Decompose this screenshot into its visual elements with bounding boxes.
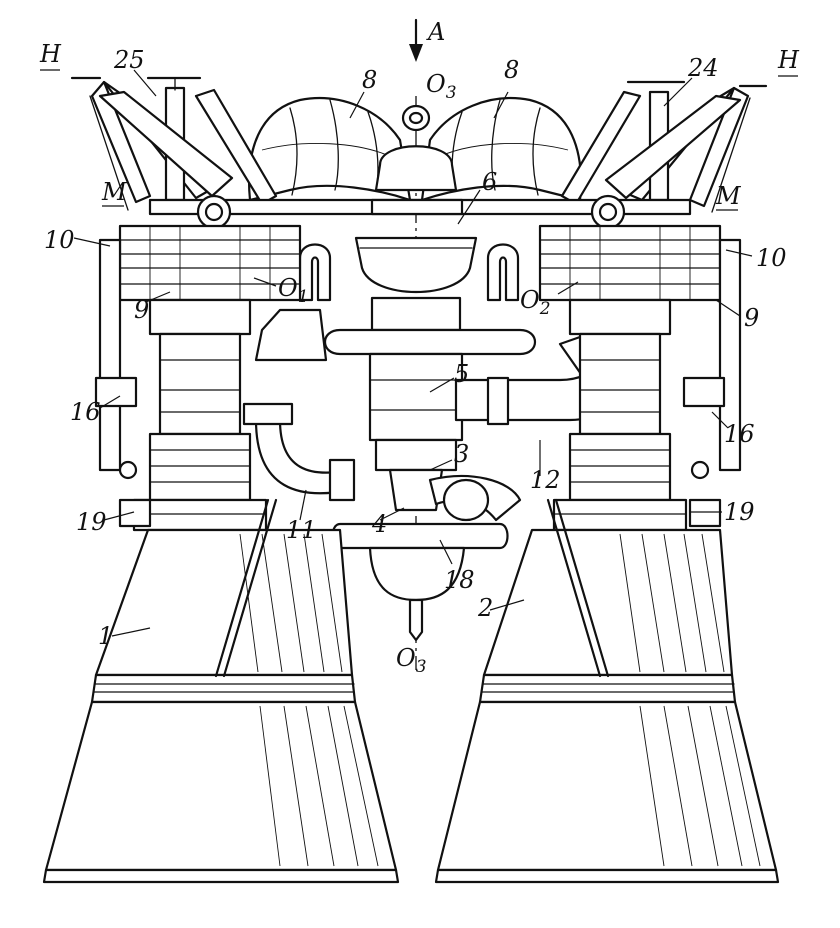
callout-18: 18 [444,566,475,594]
callout-9-left: 9 [134,296,149,324]
nozzle-left [42,498,400,884]
callout-10-left: 10 [44,226,75,254]
callout-2: 2 [477,594,493,622]
pipe-18 [428,474,522,522]
callout-8-left: 8 [362,66,377,94]
lifting-eye [374,104,458,192]
label-axis-top: O3 [426,70,457,103]
callout-19-right: 19 [724,498,755,526]
label-section-h-right: H [777,46,800,74]
chamber-left [94,224,302,532]
callout-8-right: 8 [504,56,519,84]
label-section-h-left: H [39,40,62,68]
mount-struts-right [560,80,768,213]
callout-25: 25 [113,46,145,74]
label-plane-m-right: M [715,182,742,210]
nozzle-right [434,498,780,884]
mount-struts-left [70,76,278,211]
crossbar [148,194,692,230]
label-pivot-o1: O1 [278,274,309,307]
callout-11: 11 [286,516,317,544]
callout-6: 6 [482,168,497,196]
label-pivot-o2: O2 [520,286,551,319]
exhaust-duct-left [248,97,412,202]
exhaust-duct-right [420,97,582,202]
callout-16-left: 16 [70,398,101,426]
leader-lines [73,69,753,637]
turbopump [323,236,537,642]
pipe-11 [242,308,356,502]
callout-19-left: 19 [76,508,107,536]
label-view-a: A [426,18,445,46]
label-plane-m-left: M [101,178,128,206]
side-loops [298,243,520,302]
callout-24: 24 [687,54,719,82]
callout-3: 3 [454,440,469,468]
callout-1: 1 [98,622,113,650]
callout-4: 4 [371,510,387,538]
callout-16-right: 16 [724,420,755,448]
callout-12: 12 [530,466,561,494]
callout-9-right: 9 [744,304,759,332]
chamber-right [538,224,742,532]
callout-10-right: 10 [756,244,787,272]
view-arrow-a [409,18,423,62]
label-axis-bottom: O3 [396,644,427,677]
callout-5: 5 [454,360,469,388]
